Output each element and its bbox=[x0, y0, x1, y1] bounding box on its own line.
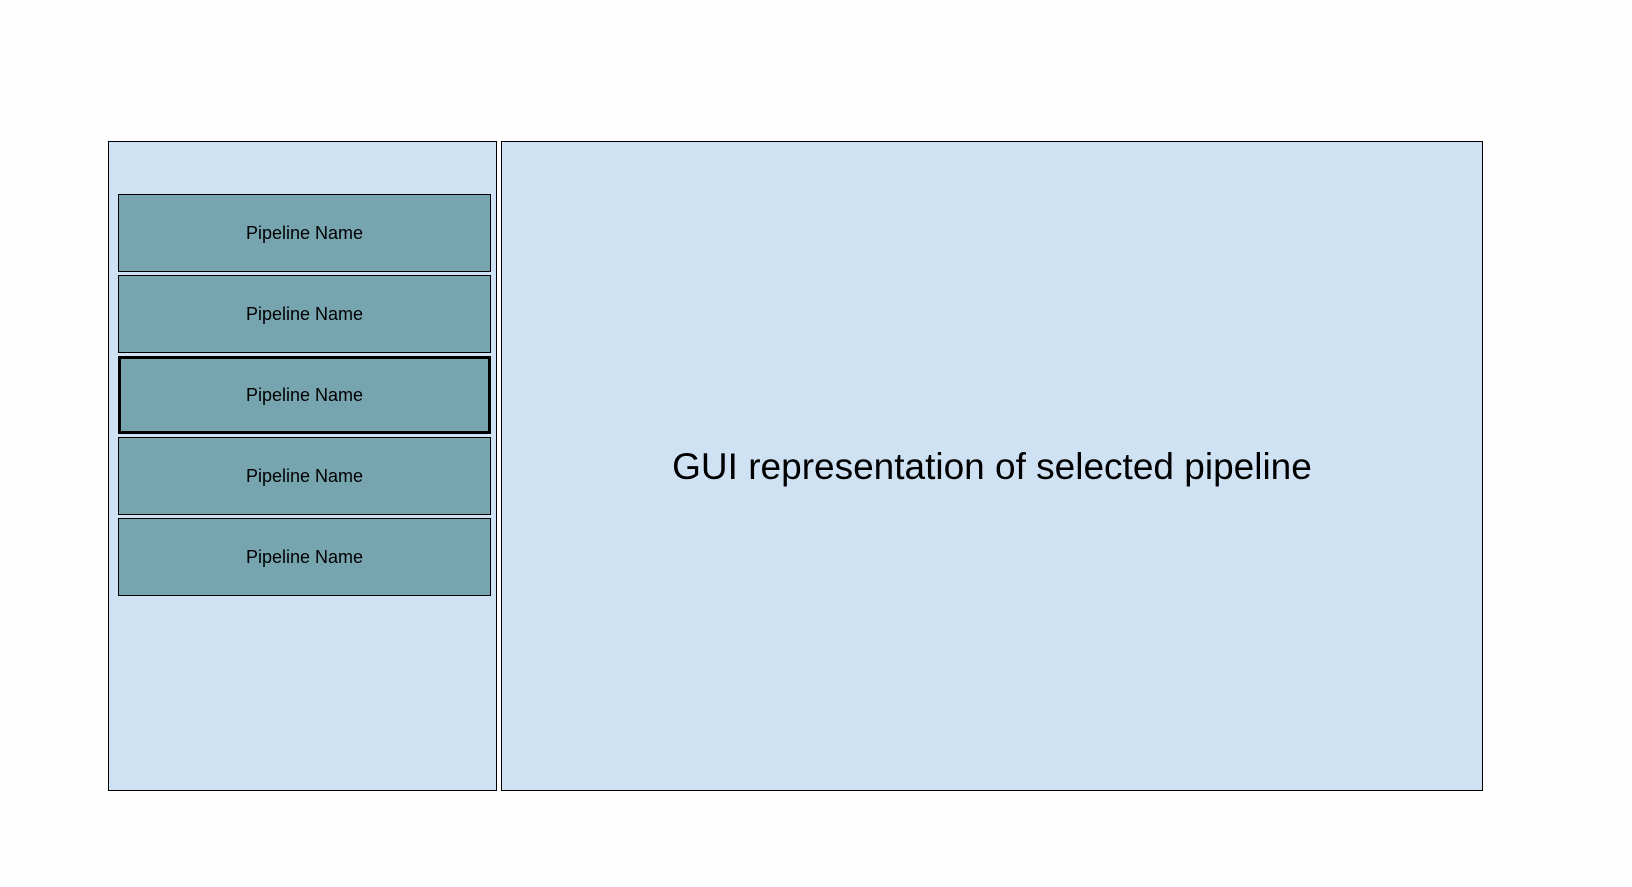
pipeline-item-label: Pipeline Name bbox=[245, 546, 364, 567]
pipeline-item-5[interactable]: Pipeline Name bbox=[118, 518, 491, 596]
pipeline-item-label: Pipeline Name bbox=[245, 384, 364, 405]
pipeline-gui-panel: GUI representation of selected pipeline bbox=[501, 141, 1483, 791]
pipeline-item-3-selected[interactable]: Pipeline Name bbox=[118, 356, 491, 434]
pipeline-item-label: Pipeline Name bbox=[245, 465, 364, 486]
pipeline-item-1[interactable]: Pipeline Name bbox=[118, 194, 491, 272]
pipeline-list: Pipeline Name Pipeline Name Pipeline Nam… bbox=[118, 194, 491, 599]
pipeline-item-label: Pipeline Name bbox=[245, 222, 364, 243]
pipeline-item-label: Pipeline Name bbox=[245, 303, 364, 324]
pipeline-item-4[interactable]: Pipeline Name bbox=[118, 437, 491, 515]
pipeline-item-2[interactable]: Pipeline Name bbox=[118, 275, 491, 353]
pipeline-gui-placeholder-text: GUI representation of selected pipeline bbox=[672, 446, 1312, 487]
pipeline-sidebar: Pipeline Name Pipeline Name Pipeline Nam… bbox=[108, 141, 497, 791]
